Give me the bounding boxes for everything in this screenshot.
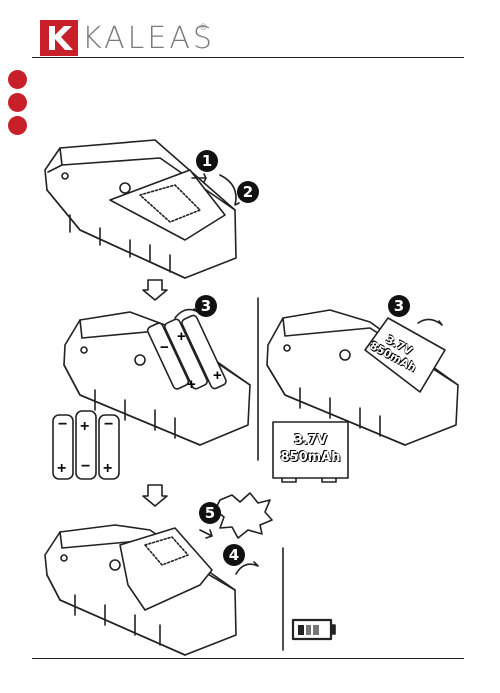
cell-polarity-c: + xyxy=(187,376,196,393)
step-badge-1: 1 xyxy=(196,150,218,172)
cell-polarity-d: + xyxy=(213,367,222,384)
cell-polarity-b: − xyxy=(160,339,169,356)
aaa-polarity-3-bottom: + xyxy=(103,460,112,478)
aaa-polarity-3-top: − xyxy=(104,416,113,434)
step-badge-5: 5 xyxy=(199,502,221,524)
battery-segment xyxy=(313,625,319,635)
down-arrow-1 xyxy=(143,280,167,300)
click-burst xyxy=(215,493,272,538)
step-badge-3b: 3 xyxy=(388,295,410,317)
arrow-insert-pack xyxy=(418,319,442,325)
step-badge-3a: 3 xyxy=(195,295,217,317)
battery-level-segments xyxy=(298,625,327,635)
footer-rule xyxy=(32,658,464,659)
aaa-polarity-2-bottom: − xyxy=(81,458,90,476)
aaa-polarity-1-bottom: + xyxy=(57,460,66,478)
down-arrow-2 xyxy=(143,485,167,506)
battery-segment xyxy=(306,625,312,635)
arrow-push xyxy=(200,530,212,538)
battery-segment xyxy=(321,625,327,635)
device-closing xyxy=(45,525,236,655)
pack-capacity: 850mAh xyxy=(273,449,348,466)
battery-segment xyxy=(298,625,304,635)
pack-voltage: 3.7V xyxy=(273,432,348,449)
pack-label-standalone: 3.7V 850mAh xyxy=(273,432,348,466)
aaa-polarity-2-top: + xyxy=(80,418,89,436)
step-badge-2: 2 xyxy=(237,181,259,203)
aaa-polarity-1-top: − xyxy=(58,416,67,434)
cell-polarity-a: + xyxy=(177,328,186,345)
step-badge-4: 4 xyxy=(223,544,245,566)
